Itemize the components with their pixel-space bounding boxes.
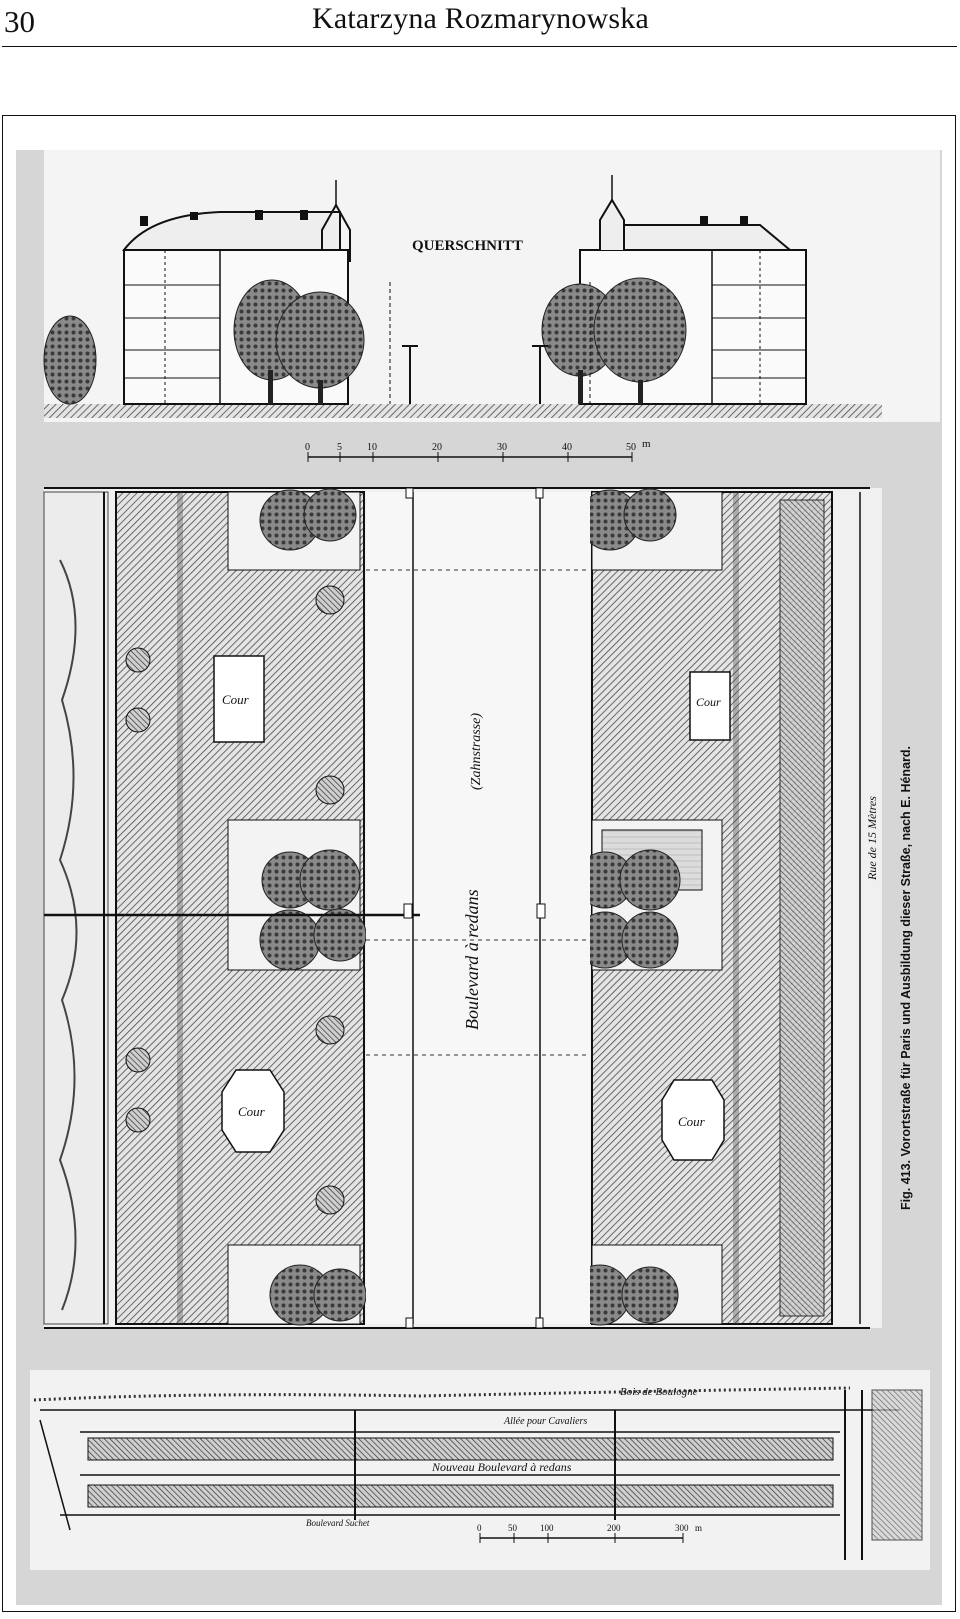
boulevard (44, 487, 590, 1329)
site-scale-tick: 0 (477, 1523, 482, 1533)
page-number: 30 (4, 4, 35, 39)
site-scale-unit: m (695, 1523, 702, 1533)
top-scale-bar: 0 5 10 20 30 40 50 m (305, 438, 651, 462)
street-lamps (389, 282, 591, 404)
site-bottom-label: Boulevard Suchet (306, 1518, 370, 1528)
ground-line (44, 404, 882, 418)
site-plan: Bois de Boulogne Allée pour Cavaliers No… (30, 1370, 930, 1570)
scale-unit: m (642, 438, 651, 450)
header-rule (2, 46, 957, 47)
scale-tick: 20 (432, 442, 442, 453)
section-title: QUERSCHNITT (412, 238, 523, 254)
park-strip (43, 491, 109, 1325)
site-main-label: Nouveau Boulevard à redans (431, 1460, 572, 1474)
scale-tick: 10 (367, 442, 377, 453)
site-scale-tick: 200 (607, 1523, 621, 1533)
cross-section: QUERSCHNITT 0 5 10 20 30 40 50 m (43, 150, 940, 462)
site-scale-tick: 100 (540, 1523, 554, 1533)
scale-tick: 50 (626, 442, 636, 453)
scale-tick: 40 (562, 442, 572, 453)
bois-label: Bois de Boulogne (620, 1386, 698, 1398)
scale-tick: 5 (337, 442, 342, 453)
page-header: 30 Katarzyna Rozmarynowska (0, 0, 960, 52)
boulevard-note: (Zahnstrasse) (469, 713, 484, 790)
running-title: Katarzyna Rozmarynowska (312, 2, 649, 35)
courtyard-label: Cour (238, 1104, 266, 1119)
boulevard-label: Boulevard à redans (462, 889, 482, 1030)
scale-tick: 30 (497, 442, 507, 453)
courtyard-label: Cour (678, 1114, 706, 1129)
floor-plan: Cour Cour Cour Cour Boulevard à redans (… (43, 487, 913, 1329)
scale-tick: 0 (305, 442, 310, 453)
street-label: Rue de 15 Mètres (865, 796, 879, 881)
plan-trees (259, 488, 681, 1326)
section-trees (43, 277, 687, 405)
courtyard-label: Cour (696, 695, 721, 709)
figure-caption: Fig. 413. Vorortstraße für Paris und Aus… (899, 746, 913, 1210)
right-block (591, 491, 861, 1325)
site-scale-tick: 300 (675, 1523, 689, 1533)
allee-label: Allée pour Cavaliers (503, 1416, 587, 1427)
site-scale-tick: 50 (508, 1523, 518, 1533)
courtyard-label: Cour (222, 692, 250, 707)
